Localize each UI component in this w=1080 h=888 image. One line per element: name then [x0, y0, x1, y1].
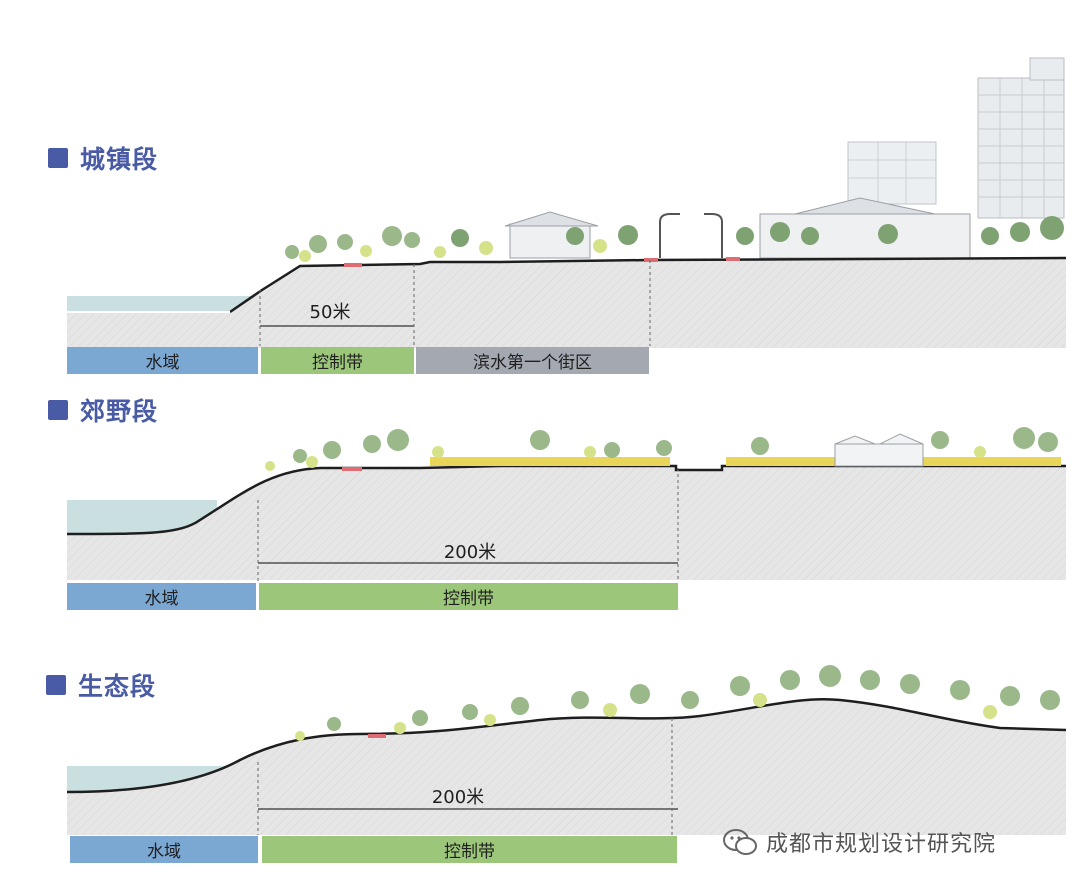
watermark: 成都市规划设计研究院 — [722, 826, 996, 858]
section-title: 生态段 — [78, 672, 157, 701]
section-header-town: 城镇段 — [48, 140, 158, 176]
greenhouse — [834, 433, 924, 467]
zone-control-belt: 控制带 — [259, 583, 678, 610]
section-profile-ecology — [66, 665, 1067, 835]
walking-path-marker — [726, 257, 740, 261]
terrain-line — [66, 697, 1067, 794]
section-header-ecology: 生态段 — [46, 667, 156, 703]
tree-row — [285, 216, 1064, 262]
street-lamp-icon — [659, 213, 723, 258]
ground-profile — [67, 466, 1066, 580]
mid-rise-building — [847, 141, 937, 205]
zone-water: 水域 — [67, 347, 258, 374]
ground-profile — [67, 699, 1066, 835]
zone-water: 水域 — [67, 583, 256, 610]
zone-control-belt: 控制带 — [262, 836, 677, 863]
tree-row — [265, 427, 1058, 471]
zone-control-belt: 控制带 — [261, 347, 414, 374]
section-marker-icon — [48, 148, 68, 168]
high-rise-building — [977, 57, 1065, 219]
walking-path-marker — [344, 263, 362, 267]
watermark-text: 成都市规划设计研究院 — [766, 832, 997, 857]
zone-first-block: 滨水第一个街区 — [416, 347, 649, 374]
water-body — [67, 296, 257, 312]
section-title: 郊野段 — [80, 397, 159, 426]
walking-path-marker — [368, 734, 386, 738]
dimension-label: 50米 — [309, 302, 351, 323]
terrain-line — [66, 464, 1066, 536]
section-title: 城镇段 — [80, 145, 159, 174]
tree-row — [295, 665, 1060, 741]
section-profile-town — [67, 57, 1067, 348]
wechat-icon — [723, 829, 757, 855]
section-marker-icon — [48, 400, 68, 420]
meadow-strip — [430, 457, 670, 466]
dimension-label: 200米 — [443, 542, 497, 563]
section-profile-countryside — [66, 427, 1066, 582]
dimension-label: 200米 — [431, 787, 485, 808]
zone-water: 水域 — [70, 836, 258, 863]
walking-path-marker — [644, 258, 658, 262]
section-marker-icon — [46, 675, 66, 695]
walking-path-marker — [342, 467, 362, 471]
terrain-line — [229, 256, 1067, 314]
section-header-countryside: 郊野段 — [48, 392, 158, 428]
